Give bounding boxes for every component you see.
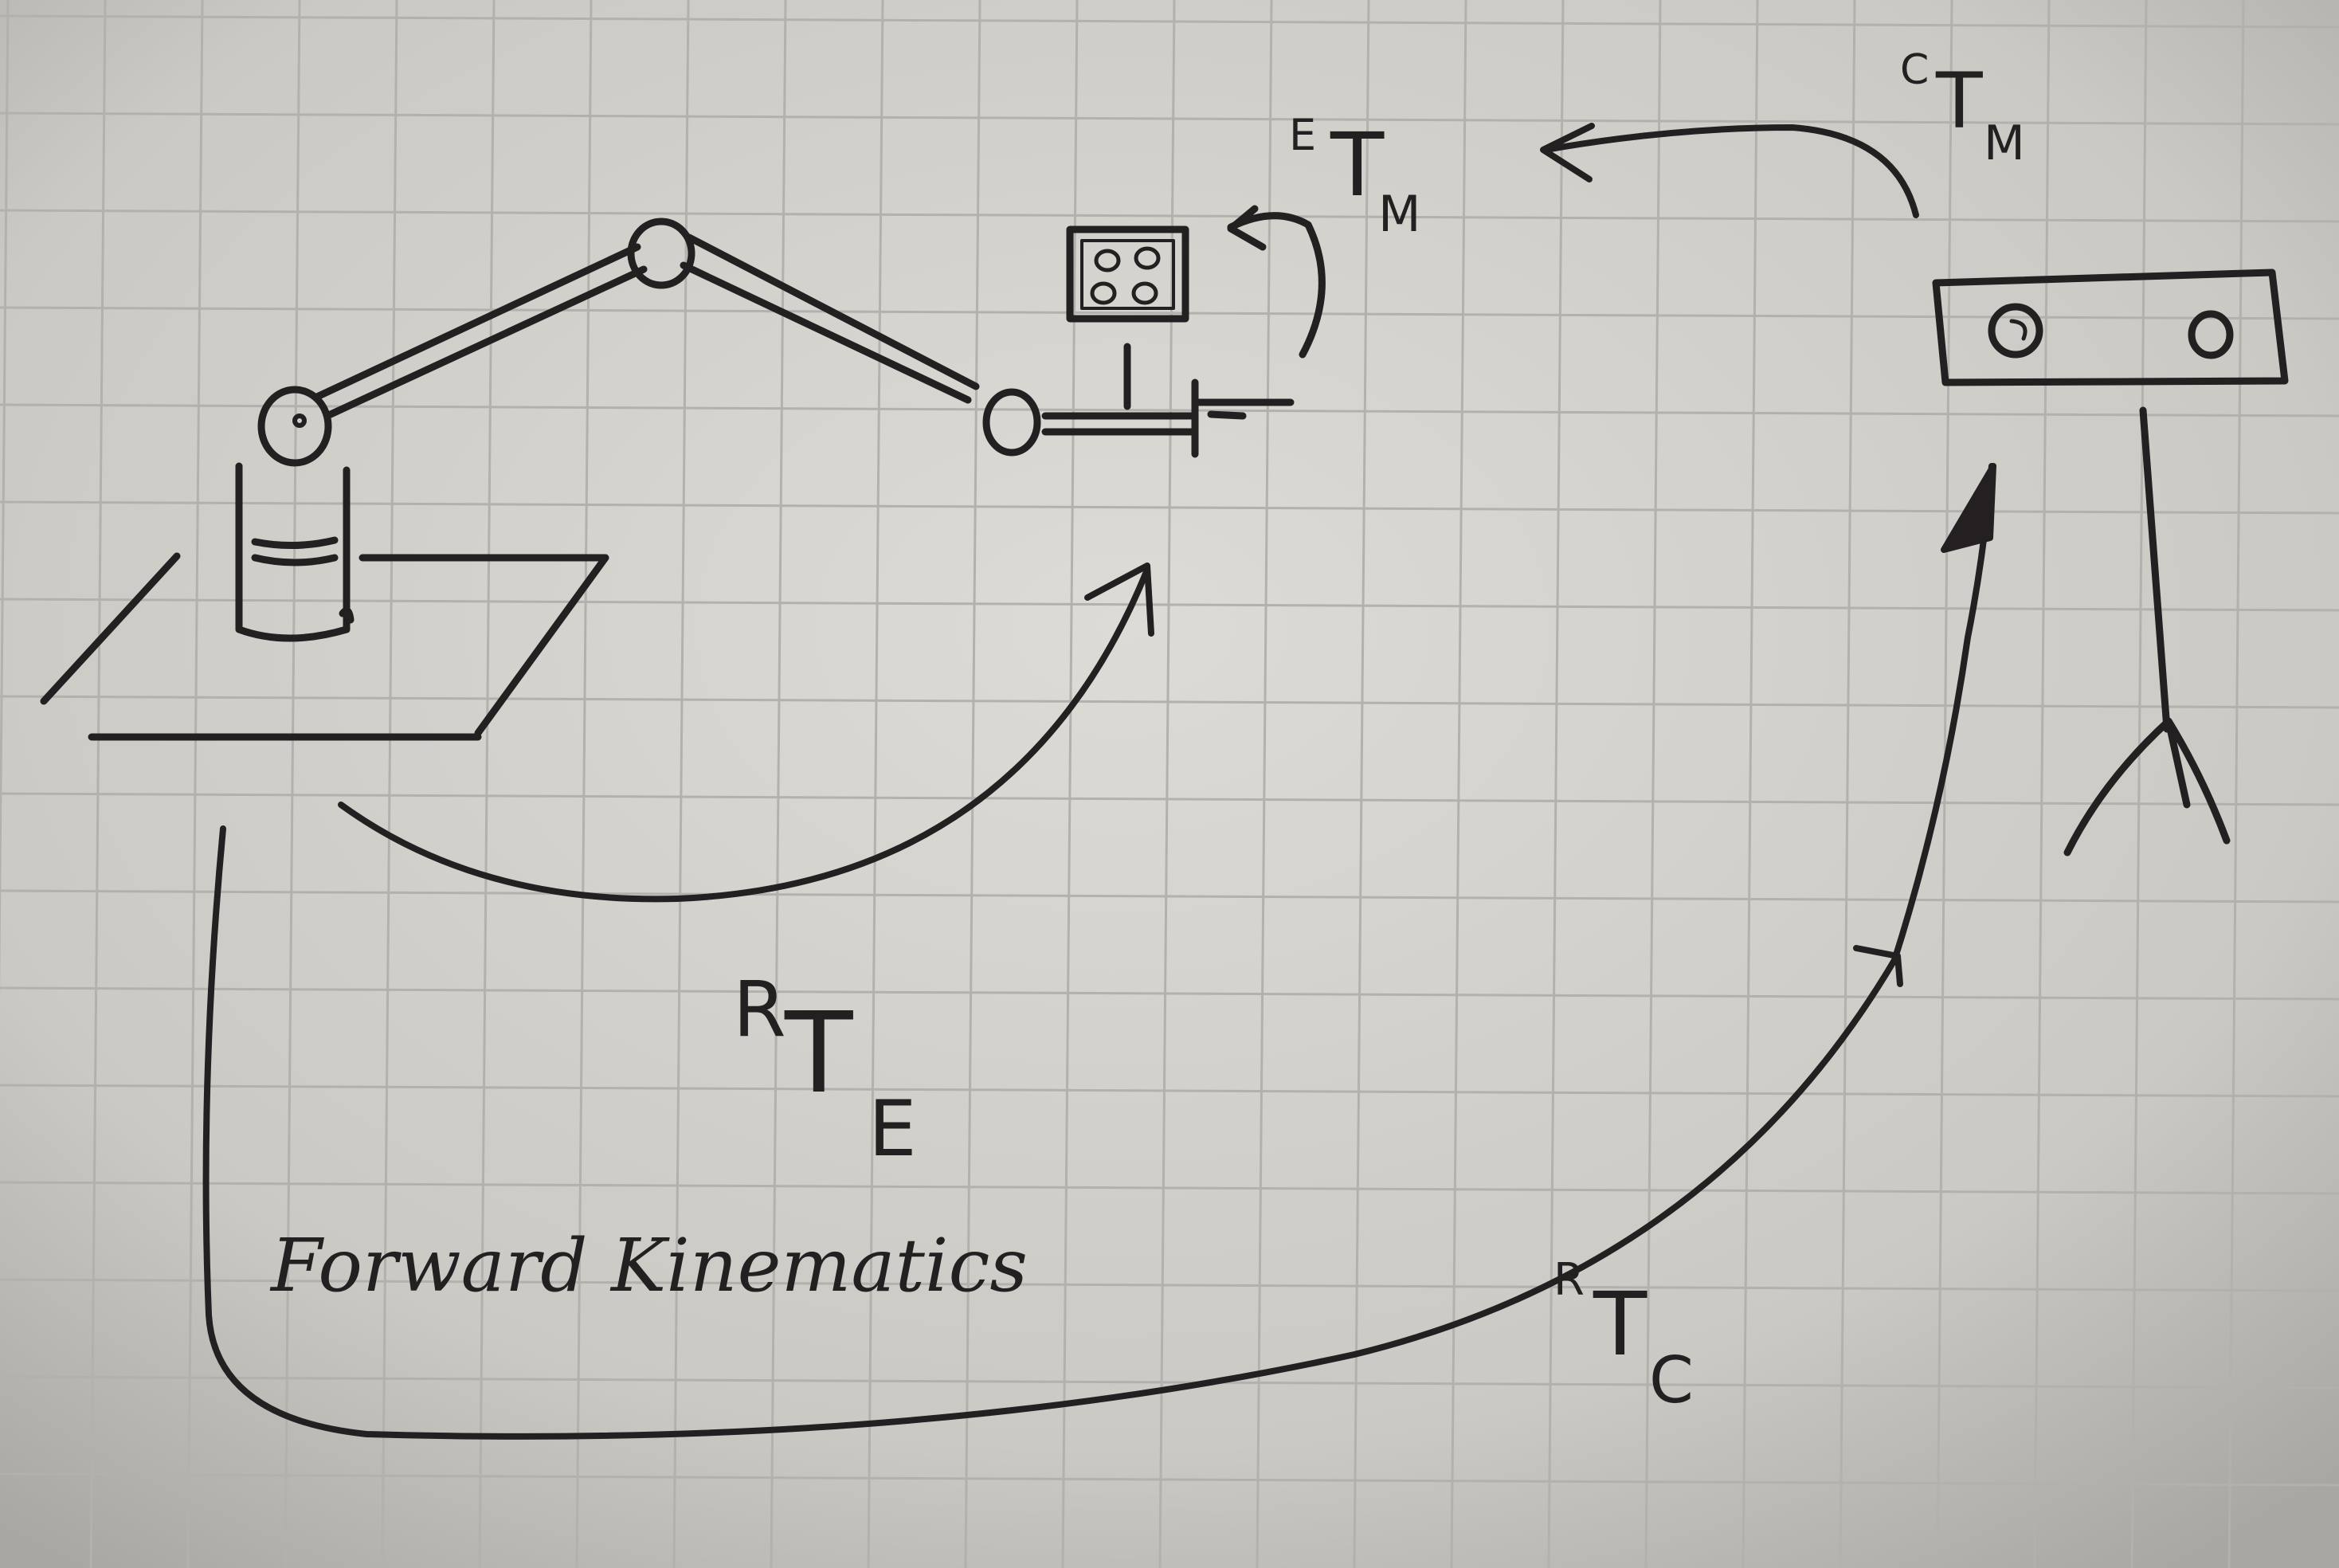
grid-line-vertical [1353, 0, 1370, 1568]
upper-arm-link [313, 243, 648, 418]
grid-line-vertical [284, 0, 301, 1568]
grid-line-horizontal [0, 598, 2339, 612]
grid-line-horizontal [0, 403, 2339, 417]
grid-line-vertical [1644, 0, 1662, 1568]
grid-line-vertical [672, 0, 690, 1568]
camera-left-lens [1988, 303, 2043, 359]
grid-line-horizontal [0, 112, 2339, 126]
grid-line-horizontal [0, 1181, 2339, 1195]
shoulder-joint [257, 386, 332, 467]
grid-line-vertical [575, 0, 593, 1568]
label-c-t-m-main: T [1935, 57, 1983, 146]
camera-tripod [2063, 406, 2231, 857]
label-c-t-m: C T M [1900, 46, 2025, 171]
camera-body [1932, 269, 2289, 386]
label-r-t-c-sub: C [1649, 1343, 1694, 1417]
grid-line-vertical [0, 0, 10, 1002]
grid-line-horizontal [0, 1084, 2339, 1098]
grid-line-horizontal [0, 209, 2339, 223]
stereo-camera [1932, 269, 2289, 857]
grid-line-vertical [1547, 0, 1565, 1568]
label-c-t-m-sub: M [1984, 116, 2025, 171]
label-r-t-e-base: R [733, 965, 786, 1054]
label-r-t-e: R T E [733, 965, 917, 1174]
grid-line-vertical [1839, 0, 1856, 1568]
grid-line-vertical [1256, 0, 1273, 1568]
robot-base-platform [40, 552, 609, 741]
grid-line-horizontal [0, 306, 2339, 320]
grid-line-horizontal [0, 1375, 2339, 1390]
grid-line-horizontal [0, 1278, 2339, 1292]
end-effector-gripper [1041, 378, 1295, 458]
forearm-link [680, 233, 980, 404]
grid-line-vertical [1742, 0, 1759, 1568]
camera-right-lens [2188, 310, 2234, 359]
label-r-t-e-sub: E [868, 1084, 917, 1174]
grid-line-vertical [2130, 0, 2148, 1568]
label-r-t-c: R T C [1553, 1254, 1694, 1417]
calibration-marker [1066, 225, 1189, 323]
forward-kinematics-label: Forward Kinematics [269, 1223, 1028, 1308]
grid-line-horizontal [0, 986, 2339, 1001]
grid-line-vertical [478, 0, 496, 1568]
grid-line-horizontal [0, 695, 2339, 709]
label-r-t-c-base: R [1553, 1254, 1585, 1306]
label-c-t-m-base: C [1900, 46, 1929, 94]
robot-arm [40, 205, 1326, 741]
grid-line-vertical [964, 0, 981, 1568]
grid-line-horizontal [0, 14, 2339, 29]
grid-line-vertical [2227, 0, 2245, 1568]
grid-line-vertical [89, 0, 107, 1568]
grid-line-horizontal [0, 500, 2339, 515]
label-e-t-m-main: T [1330, 114, 1385, 216]
grid-line-vertical [381, 0, 398, 1568]
grid-line-horizontal [0, 792, 2339, 806]
grid-line-vertical [1450, 0, 1467, 1568]
label-r-t-c-main: T [1593, 1273, 1647, 1375]
wrist-joint [982, 388, 1041, 457]
label-e-t-m-base: E [1289, 110, 1316, 160]
arrow-camera-to-end-effector [1542, 124, 1919, 218]
grid-line-horizontal [0, 889, 2339, 904]
grid-line-horizontal [0, 1472, 2339, 1487]
grid-line-vertical [770, 0, 787, 1568]
arrow-base-to-end-effector [338, 566, 1150, 903]
label-e-t-m: E T M [1289, 110, 1421, 243]
marker-rotation-arrow [1227, 212, 1326, 359]
elbow-joint [627, 218, 695, 289]
arrow-base-to-camera [202, 825, 1898, 1440]
grid-line-vertical [186, 0, 204, 1568]
grid-line-vertical [867, 0, 884, 1568]
robot-base-cylinder [235, 462, 355, 642]
grid-line-vertical [1061, 0, 1079, 1568]
label-e-t-m-sub: M [1378, 185, 1421, 243]
grid-line-vertical [2033, 0, 2051, 1568]
label-r-t-e-main: T [784, 989, 853, 1119]
